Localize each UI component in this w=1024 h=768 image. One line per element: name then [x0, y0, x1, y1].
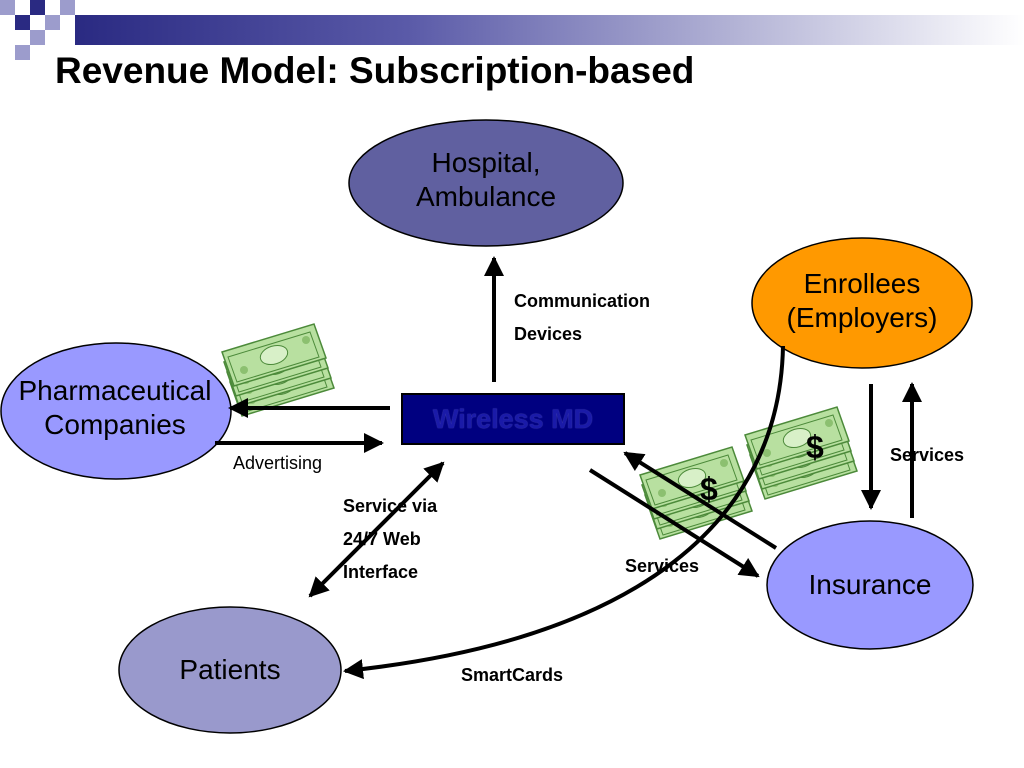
- service-via-web-label: Service via 24/7 Web Interface: [343, 490, 437, 589]
- hospital-label-line2: Ambulance: [415, 181, 557, 212]
- service-line1: Service via: [343, 496, 438, 516]
- decor-square: [30, 0, 45, 15]
- slide-title: Revenue Model: Subscription-based: [55, 50, 695, 91]
- decor-square: [15, 15, 30, 30]
- enrollees-label-line1: Enrollees: [803, 268, 921, 299]
- decor-square: [0, 0, 15, 15]
- advertising-label: Advertising: [233, 453, 323, 473]
- pharma-label: Pharmaceutical Companies: [0, 374, 230, 442]
- wireless-md-hub[interactable]: Wireless MD: [401, 393, 625, 445]
- hub-label: Wireless MD: [432, 403, 594, 434]
- arrow-insurance-to-hub: [623, 451, 778, 550]
- enrollees-label-line2: (Employers): [786, 302, 938, 333]
- patients-node[interactable]: [118, 606, 342, 734]
- service-line3: Interface: [343, 562, 419, 582]
- insurance-node[interactable]: [766, 520, 974, 650]
- patients-label: Patients: [179, 654, 281, 685]
- communication-devices-label: Communication Devices: [514, 285, 650, 351]
- communication-line1: Communication: [514, 291, 651, 311]
- decor-square: [30, 30, 45, 45]
- decor-square: [45, 15, 60, 30]
- decor-square: [15, 45, 30, 60]
- enrollees-label: Enrollees (Employers): [762, 267, 962, 335]
- title-gradient-bar: [75, 15, 1024, 45]
- dollar-sign: $: [806, 429, 824, 465]
- pharma-label-line1: Pharmaceutical: [18, 375, 212, 406]
- enrollees-node[interactable]: [751, 237, 973, 369]
- arrow-smartcards: [343, 345, 785, 680]
- pharma-label-line2: Companies: [44, 409, 186, 440]
- decor-square: [60, 0, 75, 15]
- arrow-web-service: [308, 461, 445, 598]
- services-label-left: Services: [625, 556, 700, 576]
- communication-line2: Devices: [514, 324, 583, 344]
- smartcards-label: SmartCards: [461, 665, 564, 685]
- hospital-label: Hospital, Ambulance: [386, 146, 586, 214]
- service-line2: 24/7 Web: [343, 529, 421, 549]
- money-stack-pharma: [221, 323, 335, 417]
- money-stack-insurance-1: [639, 446, 753, 540]
- arrow-services-to-insurance: [588, 468, 760, 578]
- hospital-label-line1: Hospital,: [431, 147, 541, 178]
- hospital-node[interactable]: [348, 119, 624, 247]
- insurance-label: Insurance: [808, 569, 932, 600]
- services-label-right: Services: [890, 445, 965, 465]
- dollar-sign: $: [700, 471, 718, 507]
